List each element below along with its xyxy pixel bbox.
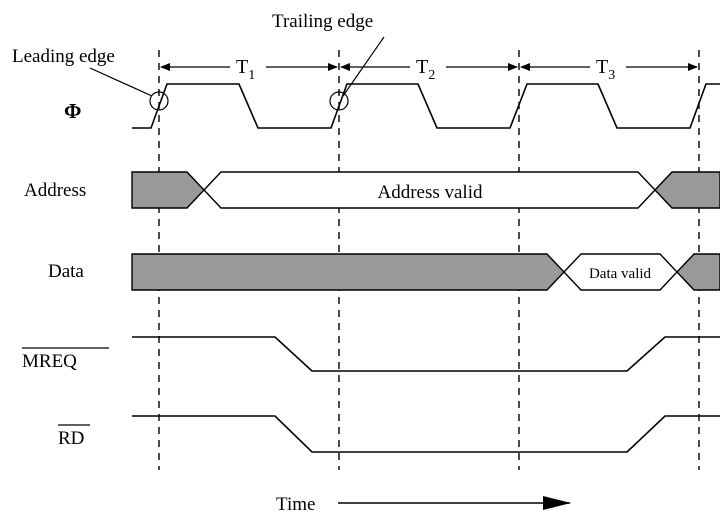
signal-label-rd: RD bbox=[58, 428, 84, 449]
address-invalid-start bbox=[131, 171, 205, 209]
trailing-edge-circle bbox=[329, 91, 349, 111]
signal-label-mreq: MREQ bbox=[22, 351, 77, 372]
leading-edge-pointer bbox=[89, 67, 153, 97]
time-label: Time bbox=[276, 494, 315, 515]
clock-waveform bbox=[132, 83, 720, 129]
data-valid-label: Data valid bbox=[589, 266, 652, 282]
leading-edge-circle bbox=[149, 91, 169, 111]
mreq-waveform bbox=[132, 336, 720, 372]
period-label-t3: T3 bbox=[596, 56, 615, 83]
period-label-t2: T2 bbox=[416, 56, 435, 83]
trailing-edge-label: Trailing edge bbox=[272, 11, 373, 32]
rd-waveform bbox=[132, 415, 720, 453]
data-invalid-end bbox=[676, 253, 720, 291]
period-label-t1: T1 bbox=[236, 56, 255, 83]
trailing-edge-pointer bbox=[342, 36, 385, 97]
leading-edge-label: Leading edge bbox=[12, 46, 115, 67]
data-invalid-start bbox=[131, 253, 565, 291]
address-invalid-end bbox=[654, 171, 720, 209]
signal-label-clock: Φ bbox=[64, 99, 81, 123]
signal-label-data: Data bbox=[48, 261, 84, 282]
address-valid-label: Address valid bbox=[377, 182, 483, 203]
signal-label-address: Address bbox=[24, 180, 86, 201]
